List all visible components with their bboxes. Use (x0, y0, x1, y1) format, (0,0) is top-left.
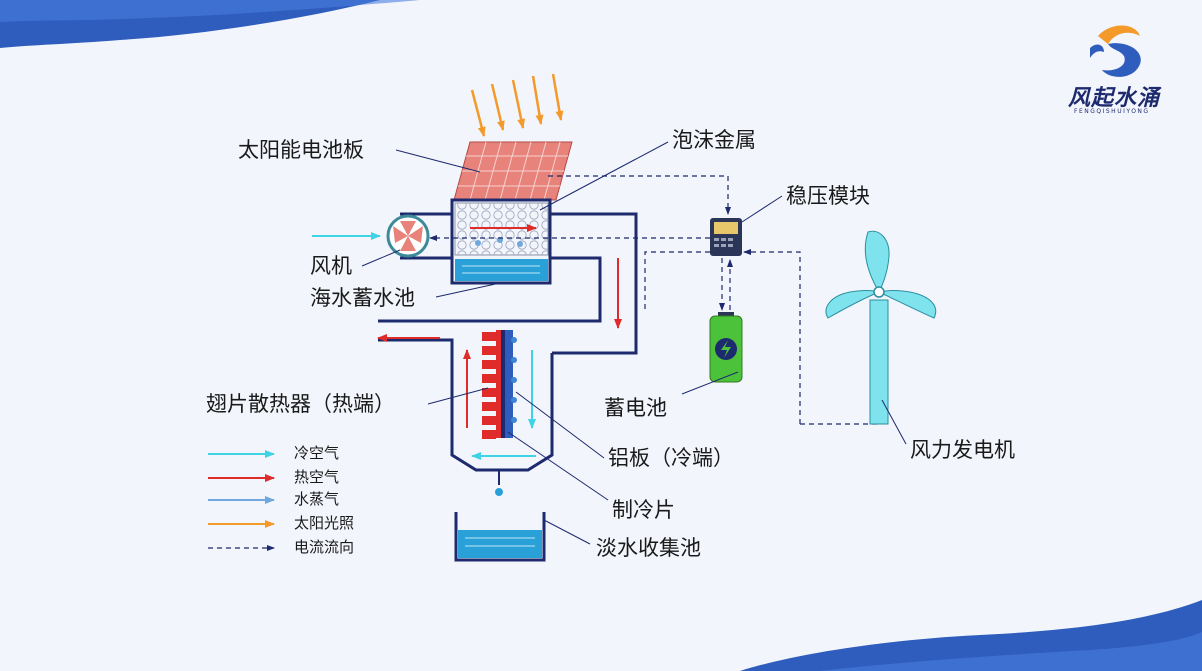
label-fresh-water-pool: 淡水收集池 (596, 536, 701, 560)
legend-label-sunlight: 太阳光照 (294, 514, 355, 532)
label-fin-radiator: 翅片散热器（热端） (206, 392, 395, 416)
sunlight-rays (470, 73, 564, 137)
label-foam-metal: 泡沫金属 (672, 128, 756, 152)
brand-logo (1090, 25, 1141, 77)
logo-title: 风起水涌 (1068, 85, 1161, 111)
legend-label-steam: 水蒸气 (294, 490, 340, 508)
solar-panel (453, 141, 573, 201)
air-duct (378, 198, 638, 472)
legend-label-cold-air: 冷空气 (294, 444, 340, 462)
label-aluminum-plate: 铝板（冷端） (608, 446, 734, 470)
label-solar-panel: 太阳能电池板 (238, 138, 364, 162)
aluminum-plate (505, 330, 513, 438)
seawater-pool (455, 259, 548, 281)
legend-label-hot-air: 热空气 (294, 468, 340, 486)
fresh-water-pool (454, 512, 546, 562)
label-fan: 风机 (310, 254, 352, 278)
legend-lines (208, 450, 275, 551)
current-flow-lines (429, 175, 878, 425)
legend-label-current: 电流流向 (294, 538, 355, 556)
cooling-chip (501, 330, 505, 438)
label-battery: 蓄电池 (604, 396, 667, 420)
label-voltage-module: 稳压模块 (786, 184, 870, 208)
logo-subtitle: FENGQISHUIYONG (1074, 108, 1150, 115)
label-seawater-pool: 海水蓄水池 (310, 286, 415, 310)
label-cooling-chip: 制冷片 (612, 498, 675, 522)
fan (386, 212, 430, 260)
fin-radiator (482, 330, 501, 439)
label-wind-generator: 风力发电机 (910, 438, 1015, 462)
battery (709, 312, 743, 383)
wind-turbine (825, 230, 937, 425)
voltage-module (710, 218, 742, 256)
